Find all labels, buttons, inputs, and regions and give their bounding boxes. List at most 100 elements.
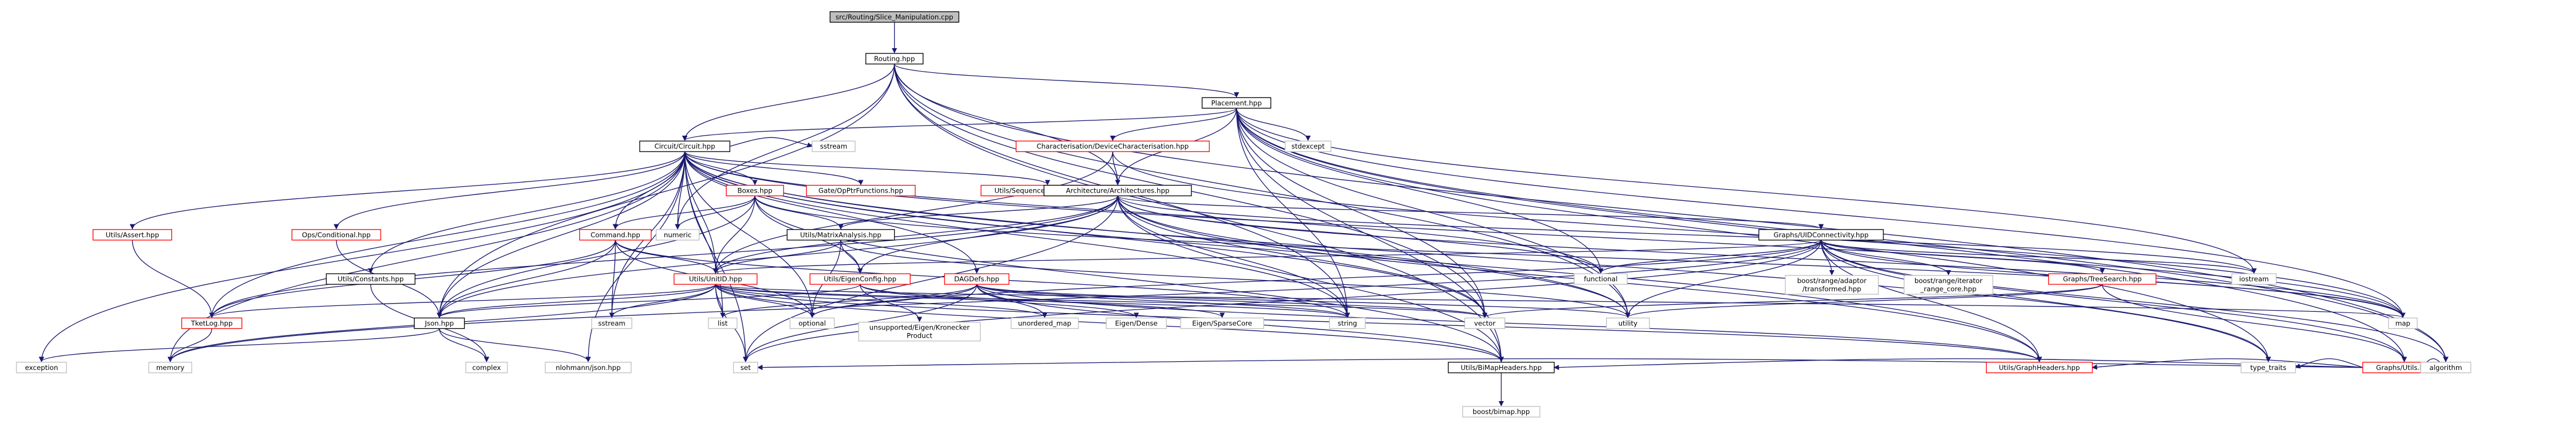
edge-unitid-to-graphheaders: [715, 284, 2042, 362]
edge-treesearch-to-vector: [1482, 284, 2103, 318]
node-complex-box: [465, 362, 508, 374]
edge-graphsutils-to-set: [757, 358, 2363, 371]
node-optional-box: [790, 317, 835, 329]
edge-dagdefs-to-graphheaders: [976, 284, 2042, 362]
node-list-box: [708, 317, 738, 329]
edge-tketlog-to-memory: [167, 328, 213, 362]
node-unsupported-label: unsupported/Eigen/Kronecker: [869, 324, 970, 332]
node-eigensparse-label: Eigen/SparseCore: [1192, 319, 1252, 327]
edge-routing-to-circuit: [682, 63, 895, 142]
node-treesearch[interactable]: Graphs/TreeSearch.hpp: [2048, 273, 2157, 285]
node-eigensparse: Eigen/SparseCore: [1180, 317, 1264, 329]
edge-circuit-to-memory: [167, 152, 686, 362]
edge-routing-to-json: [436, 63, 895, 318]
node-root[interactable]: src/Routing/Slice_Manipulation.cpp: [829, 11, 959, 23]
node-eigencfg-box: [810, 273, 911, 285]
edge-boxes-to-unitid: [713, 196, 755, 274]
edge-placement-to-charact: [1110, 108, 1237, 142]
edge-uidconn-to-functional: [1598, 240, 1822, 274]
node-tketlog-label: TketLog.hpp: [190, 319, 233, 327]
node-graphheaders-box: [1986, 362, 2093, 374]
node-eigencfg[interactable]: Utils/EigenConfig.hpp: [810, 273, 911, 285]
node-unitid[interactable]: Utils/UnitID.hpp: [673, 273, 758, 285]
node-complex-label: complex: [472, 364, 501, 372]
node-boostbimap-box: [1462, 406, 1540, 418]
edge-graphsutils-to-typetraits: [2295, 358, 2363, 369]
edge-uidconn-to-unitid: [713, 240, 1822, 274]
node-json-label: Json.hpp: [424, 319, 454, 327]
node-opscond[interactable]: Ops/Conditional.hpp: [291, 229, 381, 241]
node-memory-box: [148, 362, 193, 374]
node-routing[interactable]: Routing.hpp: [865, 53, 923, 65]
node-eigensparse-box: [1180, 317, 1264, 329]
node-unitid-box: [673, 273, 758, 285]
node-unitid-label: Utils/UnitID.hpp: [689, 275, 742, 283]
node-dagdefs[interactable]: DAGDefs.hpp: [944, 273, 1010, 285]
node-root-label: src/Routing/Slice_Manipulation.cpp: [835, 13, 953, 21]
node-tketlog[interactable]: TketLog.hpp: [181, 317, 243, 329]
node-optional-label: optional: [798, 319, 826, 327]
node-vector: vector: [1464, 317, 1506, 329]
node-numeric-box: [656, 229, 700, 241]
node-dagdefs-label: DAGDefs.hpp: [954, 275, 999, 283]
node-eigendense-box: [1106, 317, 1167, 329]
node-gatesptr[interactable]: Gate/OpPtrFunctions.hpp: [806, 184, 916, 197]
edge-circuit-to-dagdefs: [684, 152, 980, 274]
node-stdexcept: stdexcept: [1284, 140, 1332, 152]
node-numeric: numeric: [656, 229, 700, 241]
node-root-box: [829, 11, 959, 23]
node-memory: memory: [148, 362, 193, 374]
node-algorithm-label: algorithm: [2430, 364, 2463, 372]
node-memory-label: memory: [156, 364, 184, 372]
node-utility-label: utility: [1618, 319, 1638, 327]
edge-placement-to-typetraits: [1236, 108, 2271, 362]
node-opscond-box: [291, 229, 381, 241]
edge-eigencfg-to-eigendense: [859, 284, 1139, 318]
edge-placement-to-vector: [1236, 108, 1488, 318]
edge-circuit-to-utilsassert: [129, 152, 686, 230]
node-circuit[interactable]: Circuit/Circuit.hpp: [639, 140, 731, 152]
edge-placement-to-string: [1236, 108, 1351, 318]
node-json[interactable]: Json.hpp: [414, 317, 465, 329]
edge-uidconn-to-set: [743, 240, 1822, 362]
node-boostiter: boost/range/iterator_range_core.hpp: [1903, 275, 1993, 295]
node-uidconn[interactable]: Graphs/UIDConnectivity.hpp: [1758, 229, 1884, 241]
node-gatesptr-box: [806, 184, 916, 197]
node-constants[interactable]: Utils/Constants.hpp: [325, 273, 416, 285]
edge-circuit-to-functional: [684, 152, 1604, 274]
node-charact[interactable]: Characterisation/DeviceCharacterisation.…: [1015, 140, 1210, 152]
edge-arch-to-vector: [1117, 196, 1487, 318]
edge-boxes-to-numeric: [674, 196, 755, 230]
edge-uidconn-to-iostream: [1821, 240, 2257, 274]
node-unordered-label: unordered_map: [1018, 319, 1072, 327]
edge-routing-to-arch: [894, 63, 1121, 186]
edge-eigencfg-to-unsupported: [859, 284, 922, 322]
node-placement[interactable]: Placement.hpp: [1201, 97, 1271, 109]
node-graphheaders[interactable]: Utils/GraphHeaders.hpp: [1986, 362, 2093, 374]
edge-uidconn-to-graphsutils: [1821, 240, 2407, 362]
node-json-box: [414, 317, 465, 329]
edge-uidconn-to-graphheaders: [1821, 240, 2042, 362]
node-charact-label: Characterisation/DeviceCharacterisation.…: [1037, 142, 1189, 150]
node-map-label: map: [2395, 319, 2410, 327]
node-bimap[interactable]: Utils/BiMapHeaders.hpp: [1447, 362, 1555, 374]
node-utilsassert-box: [92, 229, 172, 241]
node-command[interactable]: Command.hpp: [579, 229, 652, 241]
node-exception: exception: [16, 362, 67, 374]
node-arch[interactable]: Architecture/Architectures.hpp: [1043, 184, 1192, 197]
node-utilsassert[interactable]: Utils/Assert.hpp: [92, 229, 172, 241]
node-sstream_top-box: [811, 140, 856, 152]
node-functional-box: [1574, 273, 1628, 285]
node-uidconn-label: Graphs/UIDConnectivity.hpp: [1774, 231, 1869, 239]
nodes-layer: src/Routing/Slice_Manipulation.cppRoutin…: [16, 11, 2471, 418]
node-bimap-box: [1447, 362, 1555, 374]
node-boxes[interactable]: Boxes.hpp: [726, 184, 784, 197]
edge-arch-to-iostream: [1117, 196, 2257, 274]
edge-command-to-unitid: [614, 240, 718, 274]
node-boostadaptor-box: [1785, 275, 1879, 295]
edge-matrix-to-utility: [840, 240, 1631, 318]
node-nlohmann: nlohmann/json.hpp: [545, 362, 632, 374]
node-matrix[interactable]: Utils/MatrixAnalysis.hpp: [787, 229, 895, 241]
node-stdexcept-label: stdexcept: [1291, 142, 1325, 150]
node-iostream-box: [2231, 273, 2277, 285]
